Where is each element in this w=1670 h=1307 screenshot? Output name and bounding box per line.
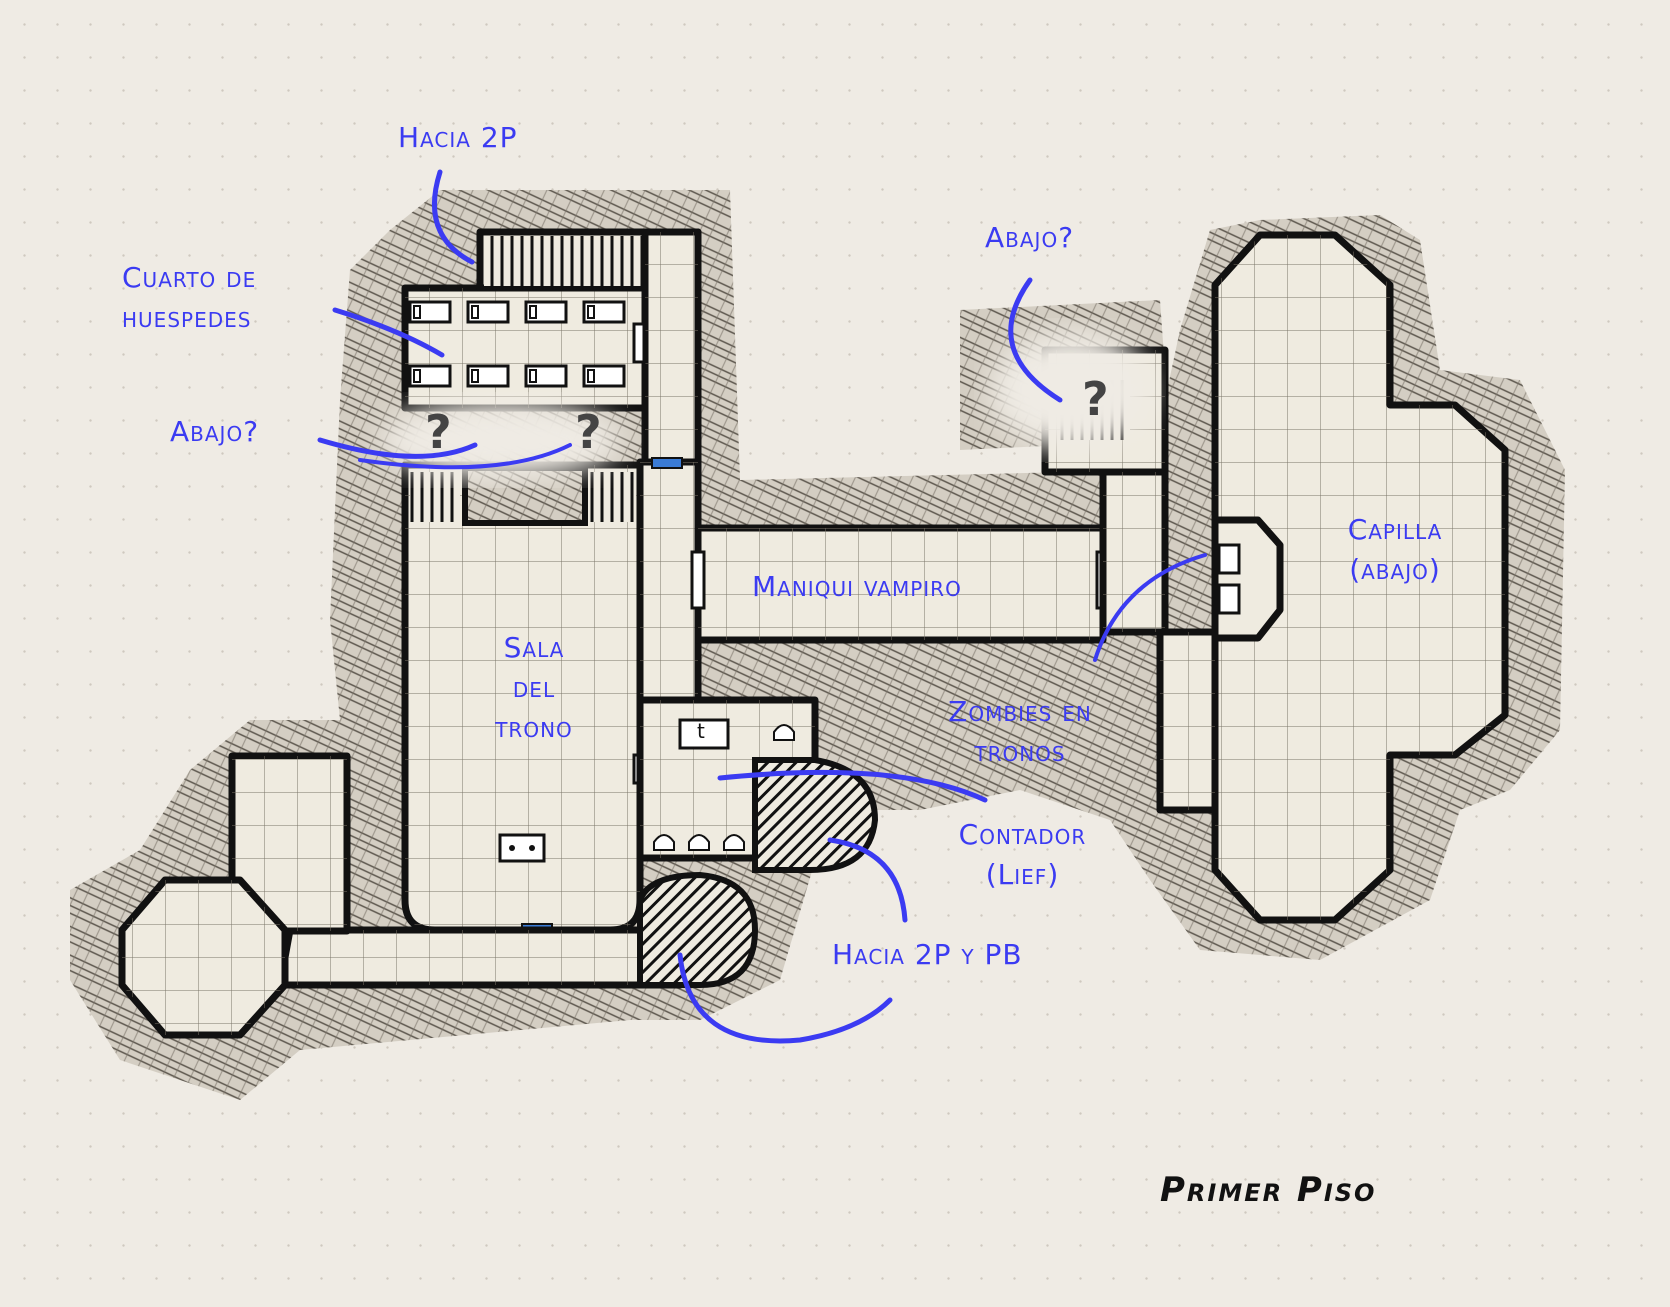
unknown-marker-1: ? bbox=[425, 405, 452, 459]
upper-right-passage bbox=[990, 330, 1169, 636]
south-corridor bbox=[276, 871, 759, 989]
chapel bbox=[1161, 231, 1509, 924]
side-passage bbox=[636, 457, 702, 706]
label-zombies: Zombies en tronos bbox=[915, 692, 1125, 772]
label-throne-line3: trono bbox=[495, 711, 573, 744]
label-throne-line1: Sala bbox=[503, 631, 565, 664]
label-guest-room: Cuarto de huespedes bbox=[122, 258, 256, 338]
label-throne-line2: del bbox=[512, 671, 556, 704]
label-zombies-line2: tronos bbox=[974, 735, 1066, 768]
throne-room bbox=[401, 461, 646, 935]
label-counter-line2: (Lief) bbox=[985, 858, 1060, 891]
t-box-label: t bbox=[697, 719, 705, 743]
guest-room bbox=[401, 284, 649, 412]
fog-left bbox=[380, 400, 620, 480]
label-chapel-line1: Capilla bbox=[1347, 513, 1443, 546]
label-throne-room: Sala del trono bbox=[470, 628, 598, 748]
label-chapel: Capilla (abajo) bbox=[1320, 510, 1470, 590]
west-tower bbox=[118, 752, 351, 1039]
label-down-right: Abajo? bbox=[985, 221, 1075, 254]
label-guest-room-line1: Cuarto de bbox=[122, 261, 257, 294]
unknown-marker-2: ? bbox=[575, 405, 602, 459]
label-zombies-line1: Zombies en bbox=[948, 695, 1092, 728]
unknown-marker-3: ? bbox=[1082, 372, 1109, 426]
label-vampire-corridor: Maniqui vampiro bbox=[752, 570, 962, 603]
chapel-south-passage bbox=[1156, 628, 1219, 814]
label-counter: Contador (Lief) bbox=[925, 815, 1120, 895]
vampire-corridor bbox=[690, 524, 1111, 644]
label-down-left: Abajo? bbox=[170, 415, 260, 448]
label-chapel-line2: (abajo) bbox=[1349, 553, 1441, 586]
label-to-2p: Hacia 2P bbox=[398, 121, 518, 154]
label-guest-room-line2: huespedes bbox=[122, 301, 252, 334]
label-counter-line1: Contador bbox=[958, 818, 1087, 851]
map-title: Primer Piso bbox=[1160, 1170, 1377, 1210]
annotation-strokes bbox=[317, 169, 1207, 1044]
label-to-2p-pb: Hacia 2P y PB bbox=[832, 938, 1023, 971]
stairs-up-2p bbox=[476, 228, 702, 466]
